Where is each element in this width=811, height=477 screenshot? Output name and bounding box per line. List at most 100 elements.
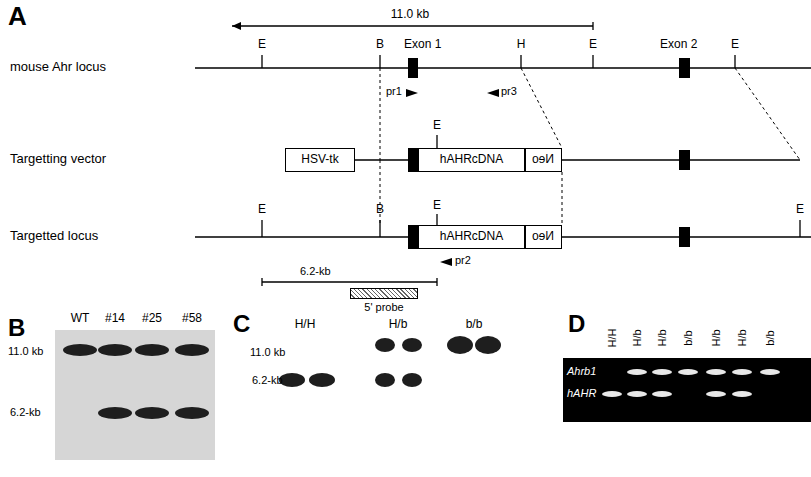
box-label: HSV-tk bbox=[301, 153, 338, 166]
figure-label: pr3 bbox=[501, 85, 517, 98]
exon-block bbox=[408, 225, 418, 249]
figure-label: E bbox=[589, 38, 597, 52]
box-label: Neo bbox=[532, 153, 554, 166]
blot-band bbox=[475, 336, 501, 354]
gel-band bbox=[706, 369, 726, 375]
panel-letter: D bbox=[568, 310, 585, 338]
locus-line bbox=[195, 67, 811, 69]
gel-band bbox=[678, 369, 698, 375]
blot-band bbox=[175, 344, 209, 356]
blot-band bbox=[279, 373, 305, 387]
gel-band bbox=[732, 391, 752, 397]
gel bbox=[563, 358, 811, 422]
figure-label: H/H bbox=[295, 318, 316, 332]
figure-label: mouse Ahr locus bbox=[10, 60, 106, 75]
gel-band bbox=[760, 369, 780, 375]
figure-label: B bbox=[376, 38, 384, 52]
figure-label: pr2 bbox=[455, 254, 471, 267]
figure-label: 6.2-kb bbox=[10, 406, 41, 419]
box-label: Neo bbox=[532, 230, 554, 243]
blot-band bbox=[63, 344, 97, 356]
probe-label: 5' probe bbox=[350, 301, 418, 313]
size-bar bbox=[232, 25, 593, 26]
site-tick bbox=[436, 214, 437, 225]
gel-band bbox=[652, 369, 672, 375]
arrowhead bbox=[232, 22, 241, 30]
site-tick bbox=[799, 220, 800, 237]
figure-label: B bbox=[376, 203, 384, 217]
figure-label: b/b bbox=[466, 318, 483, 332]
figure-label: #14 bbox=[105, 312, 125, 326]
cdna-box: hAHRcDNA bbox=[418, 148, 525, 172]
panel-letter: B bbox=[8, 314, 25, 342]
figure-label: 6.2-kb bbox=[300, 265, 331, 278]
site-tick bbox=[379, 55, 380, 68]
exon-block bbox=[679, 150, 690, 170]
lane-label: H/b bbox=[736, 329, 749, 346]
blot-band bbox=[402, 338, 422, 352]
lane-label: H/b bbox=[710, 329, 723, 346]
figure-label: 11.0 kb bbox=[391, 8, 429, 22]
blot-band bbox=[175, 407, 209, 419]
band-name: hAHR bbox=[567, 387, 596, 400]
blot-band bbox=[135, 344, 169, 356]
fragment-line bbox=[262, 281, 437, 282]
blot-band bbox=[309, 373, 335, 387]
site-tick bbox=[592, 55, 593, 68]
figure-label: Exon 2 bbox=[660, 38, 697, 52]
figure-label: E bbox=[433, 199, 441, 213]
site-tick bbox=[379, 220, 380, 237]
figure-label: E bbox=[258, 38, 266, 52]
figure-label: 11.0 kb bbox=[8, 345, 43, 358]
panel-letter: C bbox=[233, 310, 250, 338]
figure-label: 6.2-kb bbox=[252, 374, 283, 387]
site-tick bbox=[261, 220, 262, 237]
primer-arrow bbox=[440, 258, 452, 266]
selection-cassette: Neo bbox=[525, 225, 562, 249]
blot-membrane bbox=[55, 330, 215, 460]
figure-label: 11.0 kb bbox=[250, 346, 285, 359]
homology-line bbox=[562, 172, 563, 225]
homology-line bbox=[380, 68, 381, 160]
lane-label: H/b bbox=[656, 329, 669, 346]
homology-line bbox=[521, 68, 562, 148]
lane-label: b/b bbox=[764, 330, 777, 345]
gel-band bbox=[706, 391, 726, 397]
lane-label: b/b bbox=[682, 330, 695, 345]
exon-block bbox=[679, 58, 690, 78]
figure-label: Exon 1 bbox=[404, 38, 441, 52]
gel-band bbox=[732, 369, 752, 375]
site-tick bbox=[734, 55, 735, 68]
primer-arrow bbox=[406, 89, 418, 97]
blot-band bbox=[98, 407, 132, 419]
figure-label: #58 bbox=[182, 312, 202, 326]
cdna-box: hAHRcDNA bbox=[418, 225, 525, 249]
gel-band bbox=[627, 369, 647, 375]
blot-band bbox=[375, 338, 395, 352]
fragment-end bbox=[436, 278, 437, 286]
figure-label: pr1 bbox=[386, 85, 402, 98]
gel-band bbox=[652, 391, 672, 397]
lane-label: H/H bbox=[606, 329, 619, 348]
fragment-end bbox=[261, 278, 262, 286]
exon-block bbox=[408, 148, 418, 172]
figure-label: H bbox=[517, 38, 526, 52]
exon-block bbox=[408, 58, 418, 78]
blot-band bbox=[402, 373, 422, 387]
blot-band bbox=[135, 407, 169, 419]
figure-label: E bbox=[433, 119, 441, 133]
selection-cassette: Neo bbox=[525, 148, 562, 172]
figure-label: E bbox=[731, 38, 739, 52]
size-bar-end bbox=[592, 22, 593, 30]
primer-arrow bbox=[487, 89, 499, 97]
figure-label: Targetting vector bbox=[10, 152, 106, 167]
probe-bar bbox=[350, 288, 418, 299]
box-label: hAHRcDNA bbox=[440, 153, 503, 166]
vector-line bbox=[355, 159, 408, 161]
figure-label: H/b bbox=[389, 318, 408, 332]
blot-band bbox=[447, 336, 473, 354]
lane-label: H/b bbox=[631, 329, 644, 346]
figure-label: #25 bbox=[142, 312, 162, 326]
